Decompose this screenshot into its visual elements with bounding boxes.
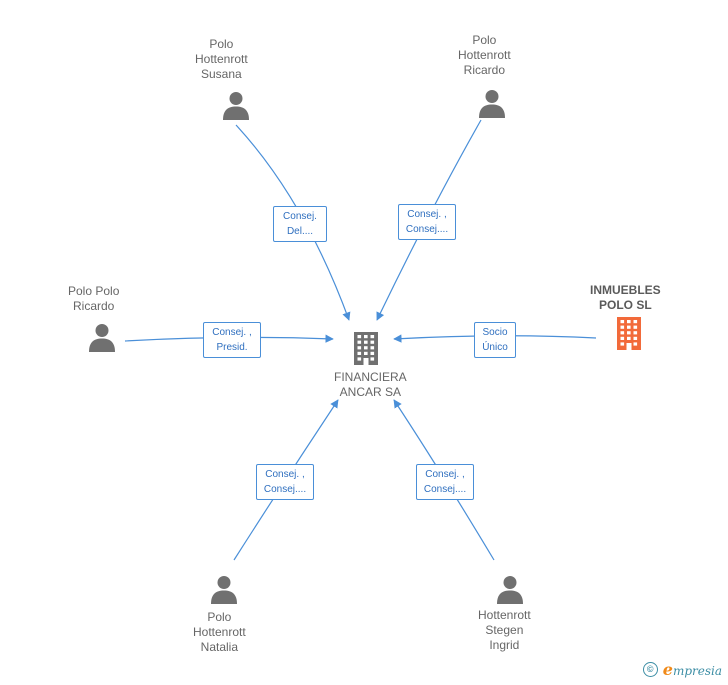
node-susana-label-line: Polo [209, 37, 234, 51]
relation-badge-line: Consej. [283, 211, 317, 222]
node-susana-label-line: Hottenrott [195, 52, 248, 66]
person-icon[interactable] [210, 574, 238, 609]
relation-badge[interactable]: Consej. Del.... [273, 206, 327, 242]
footer-brand: © empresia [642, 659, 722, 679]
node-ricardo-pp-label-line: Polo Polo [68, 284, 120, 298]
node-natalia-label-line: Polo [207, 610, 232, 624]
node-ricardo-pp-label-line: Ricardo [73, 299, 115, 313]
relation-badge-line: Consej.... [423, 484, 467, 495]
node-inmuebles-label-line: INMUEBLES [590, 283, 661, 297]
relation-badge-line: Consej. , [265, 469, 305, 480]
node-ricardo-h-label-line: Hottenrott [458, 48, 511, 62]
relation-badge[interactable]: Consej. , Consej.... [416, 464, 474, 500]
relation-badge-line: Del.... [286, 226, 314, 237]
relation-badge[interactable]: Consej. , Consej.... [398, 204, 456, 240]
relation-badge-line: Presid. [216, 342, 248, 353]
relation-badge-line: Consej.... [263, 484, 307, 495]
person-icon[interactable] [88, 322, 116, 357]
relation-badge-line: Consej. , [407, 209, 447, 220]
node-ingrid-label-line: Ingrid [489, 638, 520, 652]
node-ricardo-h-label-line: Ricardo [463, 63, 506, 77]
relation-badge-line: Socio [482, 327, 508, 338]
node-ricardo-h-label-line: Polo [472, 33, 497, 47]
relation-badge-line: Consej. , [425, 469, 465, 480]
relation-badge-line: Consej. , [212, 327, 252, 338]
building-icon[interactable] [614, 316, 644, 355]
copyright-icon: © [642, 661, 658, 677]
node-inmuebles-label-line: POLO SL [599, 298, 652, 312]
empresia-logo: empresia [662, 659, 722, 679]
relation-badge-line: Consej.... [405, 224, 449, 235]
relation-badge[interactable]: Consej. , Presid. [203, 322, 261, 358]
building-icon[interactable] [351, 331, 381, 370]
node-susana-label-line: Susana [201, 67, 242, 81]
relation-badge[interactable]: Consej. , Consej.... [256, 464, 314, 500]
node-ingrid-label-line: Stegen [485, 623, 524, 637]
relation-badge-line: Único [482, 342, 508, 353]
person-icon[interactable] [478, 88, 506, 123]
center-company-label-line: FINANCIERA [334, 370, 407, 384]
center-company-label-line: ANCAR SA [339, 385, 402, 399]
person-icon[interactable] [496, 574, 524, 609]
node-ingrid-label-line: Hottenrott [478, 608, 531, 622]
node-natalia-label-line: Hottenrott [193, 625, 246, 639]
node-natalia-label-line: Natalia [200, 640, 239, 654]
person-icon[interactable] [222, 90, 250, 125]
